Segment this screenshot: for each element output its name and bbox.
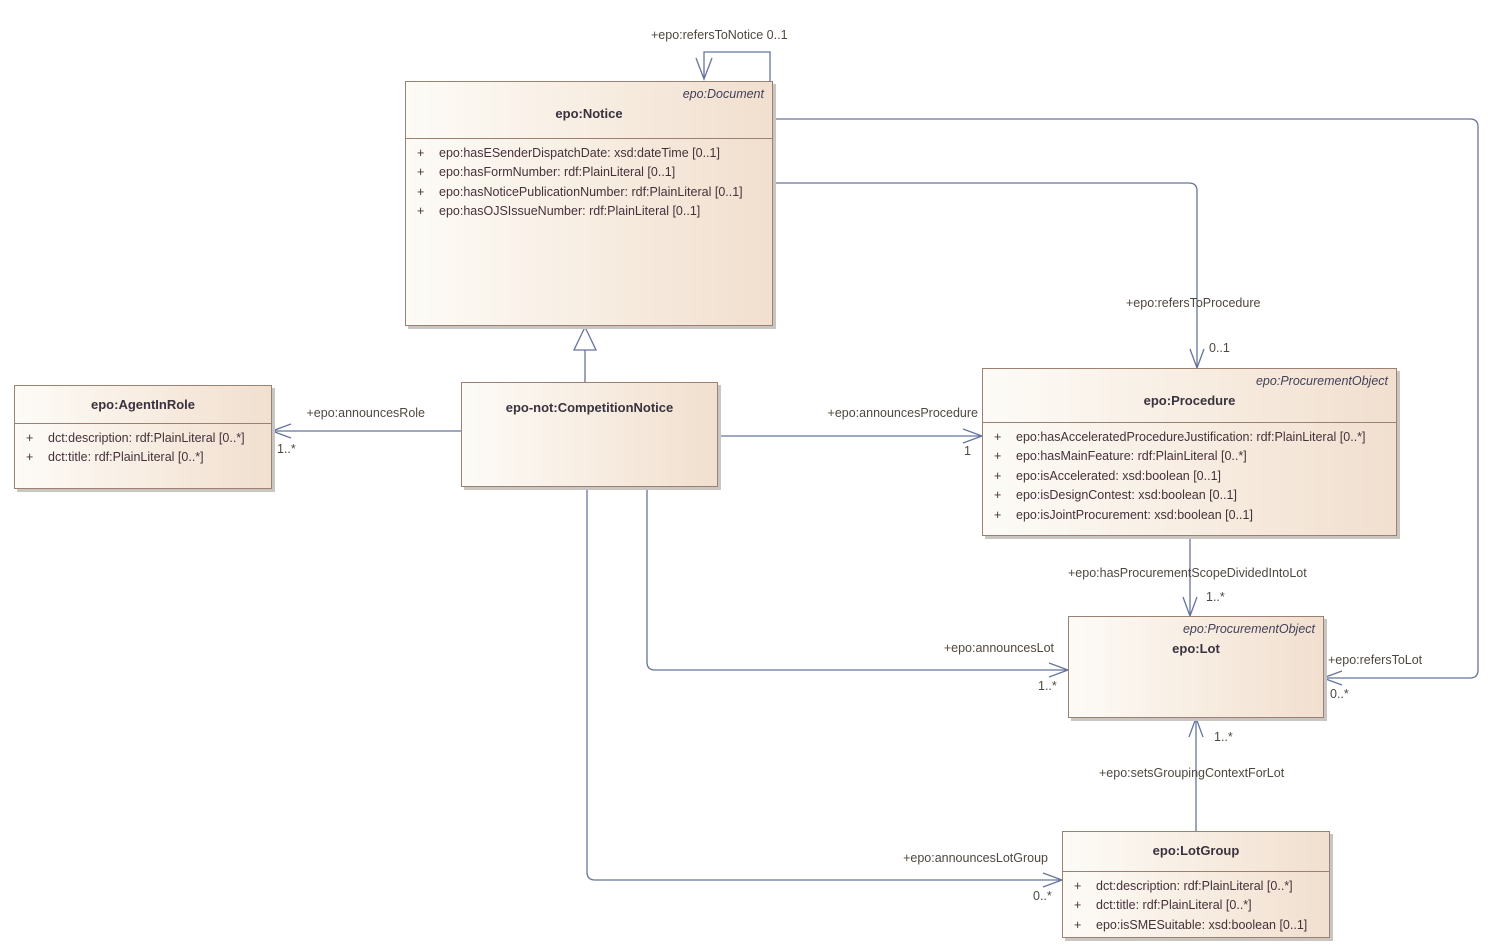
connector-label-refers-to-notice: +epo:refersToNotice 0..1 (651, 28, 788, 42)
connector-label-announces-procedure: +epo:announcesProcedure (827, 406, 978, 420)
connector-announces-lot-group[interactable] (586, 487, 1064, 888)
attribute-row: + epo:hasMainFeature: rdf:PlainLiteral [… (994, 449, 1247, 464)
class-epo-notice[interactable]: epo:Document epo:Notice + epo:hasESender… (405, 81, 773, 326)
connector-announces-procedure[interactable] (717, 428, 984, 444)
generalization-competitionnotice-to-notice[interactable] (572, 325, 598, 382)
multiplicity-sets-grouping-context-for-lot: 1..* (1214, 730, 1233, 744)
attribute-row: + epo:hasOJSIssueNumber: rdf:PlainLitera… (417, 204, 701, 219)
attribute-row: + epo:hasNoticePublicationNumber: rdf:Pl… (417, 184, 743, 199)
attribute-row: + epo:hasESenderDispatchDate: xsd:dateTi… (417, 146, 720, 160)
attribute-row: + epo:isSMESuitable: xsd:boolean [0..1] (1074, 917, 1308, 932)
attribute-compartment: + dct:description: rdf:PlainLiteral [0..… (15, 424, 271, 468)
stereotype-label: epo:ProcurementObject (1255, 374, 1388, 388)
class-title: epo:LotGroup (1152, 843, 1240, 858)
multiplicity-refers-to-lot: 0..* (1330, 687, 1349, 701)
attribute-row: + dct:title: rdf:PlainLiteral [0..*] (1074, 898, 1252, 913)
attribute-row: + epo:isJointProcurement: xsd:boolean [0… (994, 507, 1253, 522)
multiplicity-announces-lot-group: 0..* (1033, 889, 1052, 903)
class-title: epo-not:CompetitionNotice (505, 400, 674, 415)
class-title: epo:AgentInRole (91, 397, 195, 412)
class-epo-procedure[interactable]: epo:ProcurementObject epo:Procedure + ep… (982, 368, 1397, 536)
connector-refers-to-notice[interactable] (695, 51, 771, 81)
class-title: epo:Notice (555, 106, 623, 121)
multiplicity-refers-to-procedure: 0..1 (1209, 341, 1230, 355)
connector-label-has-procurement-scope-divided-into-lot: +epo:hasProcurementScopeDividedIntoLot (1068, 566, 1307, 580)
class-epo-lot[interactable]: epo:ProcurementObject epo:Lot (1068, 616, 1324, 718)
attribute-row: + epo:isDesignContest: xsd:boolean [0..1… (994, 488, 1237, 503)
attribute-row: + dct:title: rdf:PlainLiteral [0..*] (26, 450, 204, 465)
multiplicity-has-procurement-scope-divided-into-lot: 1..* (1206, 590, 1225, 604)
attribute-compartment: + epo:hasESenderDispatchDate: xsd:dateTi… (406, 139, 772, 222)
attribute-compartment: + epo:hasAcceleratedProcedureJustificati… (983, 423, 1396, 525)
multiplicity-announces-lot: 1..* (1038, 679, 1057, 693)
connector-label-refers-to-procedure: +epo:refersToProcedure (1126, 296, 1261, 310)
class-epo-not-competitionnotice[interactable]: epo-not:CompetitionNotice (461, 382, 718, 487)
attribute-compartment: + dct:description: rdf:PlainLiteral [0..… (1063, 872, 1329, 935)
connector-label-refers-to-lot: +epo:refersToLot (1328, 653, 1423, 667)
multiplicity-announces-procedure: 1 (964, 444, 971, 458)
connector-refers-to-procedure[interactable] (772, 182, 1205, 370)
class-title: epo:Lot (1172, 641, 1220, 656)
class-title: epo:Procedure (1143, 393, 1236, 408)
connector-announces-role[interactable] (270, 423, 461, 439)
attribute-row: + dct:description: rdf:PlainLiteral [0..… (26, 431, 245, 445)
multiplicity-announces-role: 1..* (277, 442, 296, 456)
stereotype-label: epo:ProcurementObject (1182, 622, 1315, 636)
stereotype-label: epo:Document (682, 87, 764, 101)
class-epo-agentinrole[interactable]: epo:AgentInRole + dct:description: rdf:P… (14, 385, 272, 489)
connector-label-announces-lot-group: +epo:announcesLotGroup (903, 851, 1048, 865)
class-epo-lotgroup[interactable]: epo:LotGroup + dct:description: rdf:Plai… (1062, 831, 1330, 938)
connector-label-sets-grouping-context-for-lot: +epo:setsGroupingContextForLot (1099, 766, 1285, 780)
connector-sets-grouping-context-for-lot[interactable] (1188, 716, 1204, 831)
attribute-row: + dct:description: rdf:PlainLiteral [0..… (1074, 879, 1293, 893)
attribute-row: + epo:hasAcceleratedProcedureJustificati… (994, 430, 1366, 444)
attribute-row: + epo:isAccelerated: xsd:boolean [0..1] (994, 468, 1221, 483)
connector-label-announces-lot: +epo:announcesLot (943, 641, 1054, 655)
attribute-row: + epo:hasFormNumber: rdf:PlainLiteral [0… (417, 165, 676, 180)
connector-label-announces-role: +epo:announcesRole (306, 406, 426, 420)
